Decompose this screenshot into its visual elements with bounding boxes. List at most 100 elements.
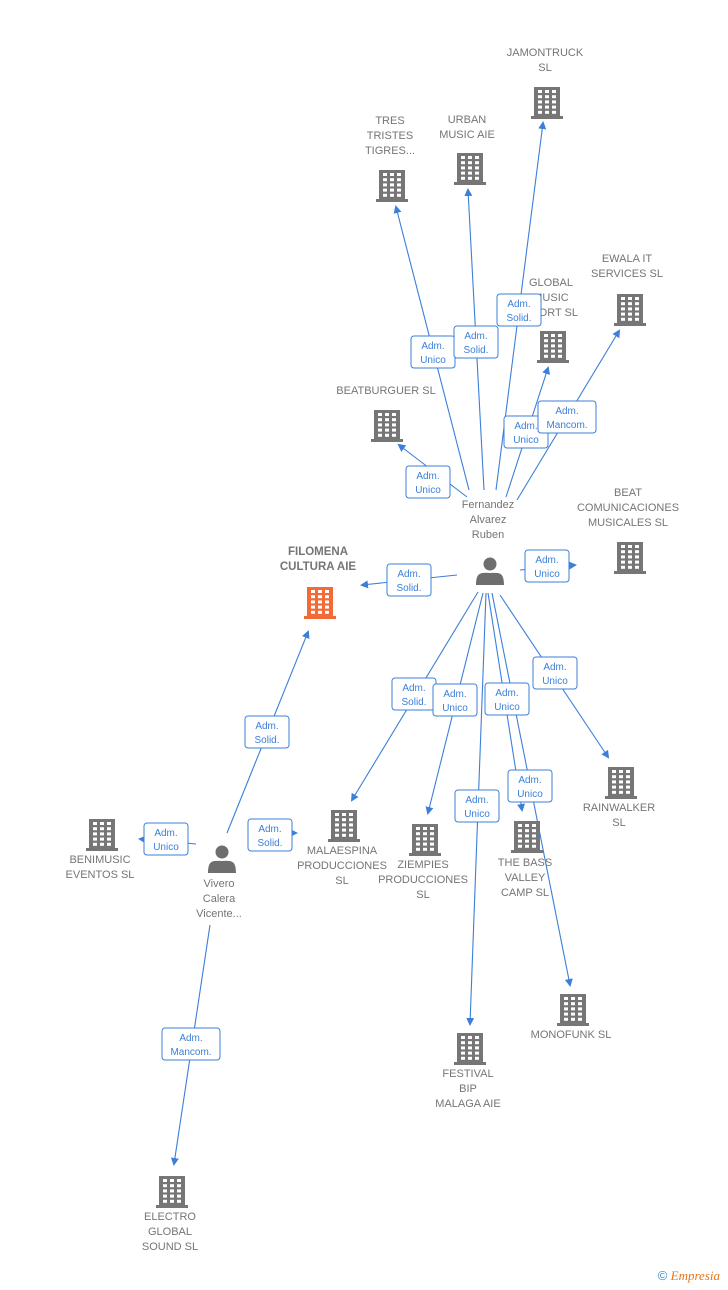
node-label-line: ZIEMPIES <box>397 859 448 871</box>
role-text: Adm. <box>179 1033 202 1044</box>
building-icon <box>454 153 486 185</box>
node-label-line: FESTIVAL <box>442 1068 493 1080</box>
role-badge[interactable]: Adm.Unico <box>484 682 530 716</box>
role-text: Unico <box>513 435 539 446</box>
node-label-line: MALAGA AIE <box>435 1098 500 1110</box>
role-badge[interactable]: Adm. Unico <box>143 822 189 856</box>
node-rainwalker[interactable]: RAINWALKER SL <box>583 767 655 829</box>
node-label-line: SERVICES SL <box>591 268 663 280</box>
node-beatburguer[interactable]: BEATBURGUER SL <box>336 385 436 442</box>
role-badge[interactable]: Adm.Unico <box>410 335 456 369</box>
role-text: Adm. <box>402 683 425 694</box>
brand-logo: Empresia <box>670 1268 720 1283</box>
node-label-line: GLOBAL <box>529 277 573 289</box>
role-text: Adm. <box>535 555 558 566</box>
node-label-line: VALLEY <box>505 872 546 884</box>
node-label-line: Vivero <box>204 878 235 890</box>
role-badge[interactable]: Adm. Unico <box>432 683 478 717</box>
node-label-line: SOUND SL <box>142 1241 198 1253</box>
role-text: Adm. <box>443 689 466 700</box>
role-text: Adm. <box>154 828 177 839</box>
node-label-line: COMUNICACIONES <box>577 502 679 514</box>
nodes-layer: FernandezAlvarezRubenViveroCaleraVicente… <box>66 47 679 1253</box>
building-icon <box>376 170 408 202</box>
role-badge[interactable]: Adm.Unico <box>507 769 553 803</box>
role-text: Adm. <box>416 471 439 482</box>
role-text: Solid. <box>257 838 282 849</box>
role-text: Adm. <box>507 299 530 310</box>
role-badge[interactable]: Adm. Unico <box>454 789 500 823</box>
node-label-line: SL <box>335 875 348 887</box>
node-label-line: RAINWALKER <box>583 802 655 814</box>
role-text: Unico <box>153 842 179 853</box>
role-text: Mancom. <box>546 420 587 431</box>
role-text: Adm. <box>258 824 281 835</box>
role-text: Unico <box>464 809 490 820</box>
role-text: Unico <box>442 703 468 714</box>
role-text: Adm. <box>465 795 488 806</box>
node-label-line: TIGRES... <box>365 145 415 157</box>
node-label-line: BEATBURGUER SL <box>336 385 435 397</box>
node-label-line: SL <box>612 817 625 829</box>
role-badge[interactable]: Adm.Solid. <box>453 325 499 359</box>
building-icon <box>86 819 118 851</box>
building-icon <box>614 294 646 326</box>
building-icon <box>511 821 543 853</box>
node-label-line: TRISTES <box>367 130 413 142</box>
node-monofunk[interactable]: MONOFUNK SL <box>531 994 612 1041</box>
node-label-line: MALAESPINA <box>307 845 378 857</box>
role-badge[interactable]: Adm.Unico <box>524 549 570 583</box>
node-label-line: SL <box>416 889 429 901</box>
node-label-line: Alvarez <box>470 514 507 526</box>
node-jamontruck[interactable]: JAMONTRUCK SL <box>507 47 584 119</box>
role-text: Solid. <box>463 345 488 356</box>
node-label-line: SL <box>538 62 551 74</box>
node-label-line: EVENTOS SL <box>66 869 135 881</box>
node-label-line: JAMONTRUCK <box>507 47 584 59</box>
role-badge[interactable]: Adm.Solid. <box>386 563 432 597</box>
roles-layer: Adm.Solid.Adm.UnicoAdm.Solid.Adm.UnicoAd… <box>143 293 597 1061</box>
person-icon <box>208 845 236 873</box>
role-text: Unico <box>542 676 568 687</box>
role-text: Adm. <box>397 569 420 580</box>
role-badge[interactable]: Adm.Unico <box>532 656 578 690</box>
building-icon <box>531 87 563 119</box>
role-badge[interactable]: Adm.Solid. <box>391 677 437 711</box>
role-badge[interactable]: Adm.Solid. <box>244 715 290 749</box>
role-text: Solid. <box>506 313 531 324</box>
node-label-line: BENIMUSIC <box>69 854 130 866</box>
role-badge[interactable]: Adm. Unico <box>405 465 451 499</box>
node-label-line: THE BASS <box>498 857 552 869</box>
role-badge[interactable]: Adm. Mancom. <box>537 400 597 434</box>
node-malaespina[interactable]: MALAESPINA PRODUCCIONES SL <box>297 810 387 887</box>
role-text: Solid. <box>254 735 279 746</box>
role-text: Unico <box>420 355 446 366</box>
copyright-symbol: © <box>657 1268 668 1283</box>
role-text: Unico <box>415 485 441 496</box>
node-label-line: URBAN <box>448 114 487 126</box>
footer-brand[interactable]: © Empresia <box>658 1268 720 1284</box>
role-text: Mancom. <box>170 1047 211 1058</box>
role-text: Adm. <box>555 406 578 417</box>
node-label-line: FILOMENA <box>288 546 348 558</box>
role-badge[interactable]: Adm. Solid. <box>496 293 542 327</box>
role-badge[interactable]: Adm. Mancom. <box>161 1027 221 1061</box>
node-tres-tristes[interactable]: TRESTRISTESTIGRES... <box>365 115 415 202</box>
node-label-line: Ruben <box>472 529 504 541</box>
node-label-line: MUSICALES SL <box>588 517 668 529</box>
node-label-line: PRODUCCIONES <box>297 860 387 872</box>
node-vivero[interactable]: ViveroCaleraVicente... <box>196 845 242 921</box>
building-icon <box>605 767 637 799</box>
node-benimusic[interactable]: BENIMUSIC EVENTOS SL <box>66 819 135 881</box>
role-badge[interactable]: Adm. Solid. <box>247 818 293 852</box>
person-icon <box>476 557 504 585</box>
